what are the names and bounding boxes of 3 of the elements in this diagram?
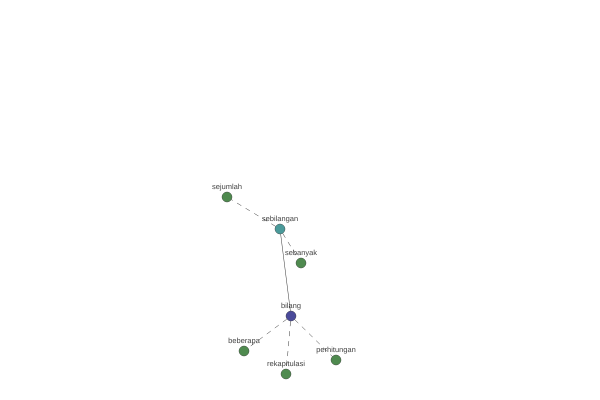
connector-line: [294, 319, 332, 357]
connector-line: [231, 200, 276, 227]
connector-line: [280, 234, 291, 312]
